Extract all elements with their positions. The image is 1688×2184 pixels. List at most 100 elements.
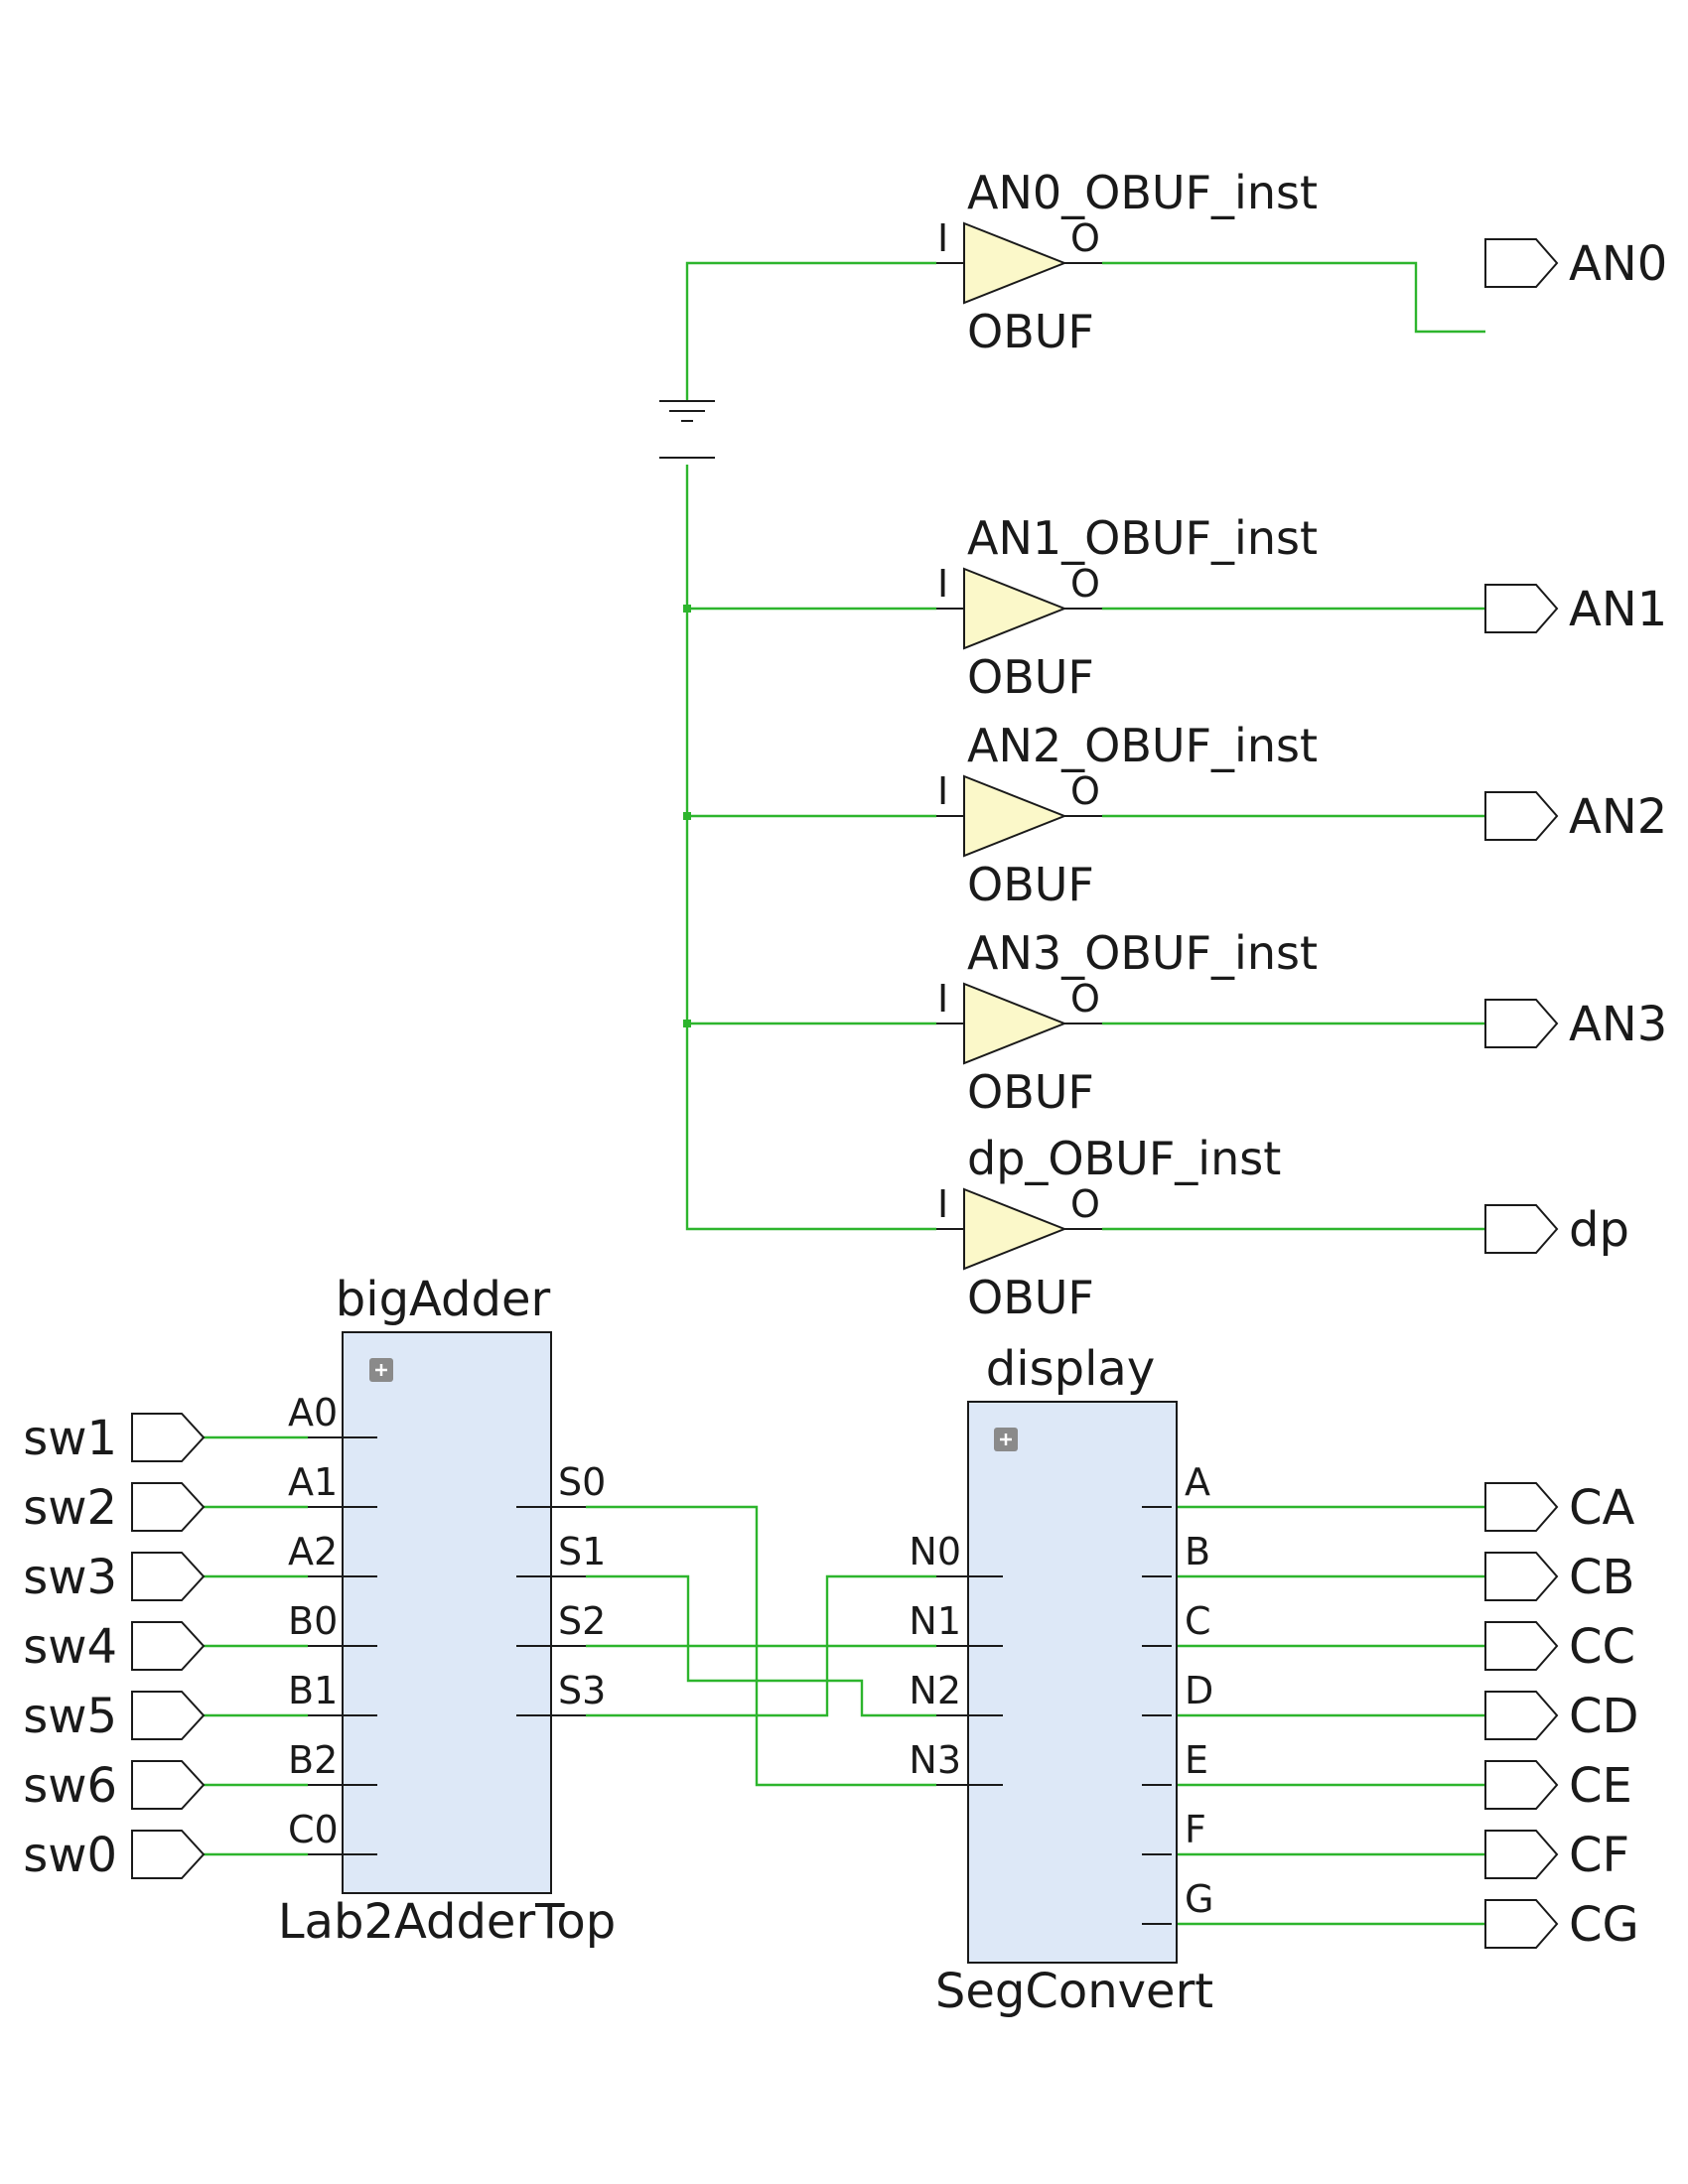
output-port-label: AN1 — [1569, 582, 1667, 637]
output-port-shape — [1484, 1621, 1559, 1671]
block-instance-label: bigAdder — [336, 1272, 551, 1327]
pin-label: A — [1185, 1460, 1210, 1504]
input-port-sw1: sw1 — [23, 1411, 206, 1466]
buffer-instance-label: AN3_OBUF_inst — [967, 926, 1318, 980]
output-port-shape — [1484, 1552, 1559, 1601]
buffer-instance-label: AN1_OBUF_inst — [967, 511, 1318, 565]
pin-label: S1 — [558, 1530, 606, 1573]
input-port-shape — [131, 1482, 206, 1532]
wire-s3-n0 — [586, 1574, 936, 1717]
output-port-ca: CA — [1484, 1480, 1635, 1536]
input-port-shape — [131, 1621, 206, 1671]
output-port-dp: dp — [1484, 1202, 1629, 1258]
buffer-type-label: OBUF — [967, 1271, 1094, 1324]
pin-label: C0 — [288, 1808, 339, 1851]
ports: AN0AN1AN2AN3dpsw1sw2sw3sw4sw5sw6sw0CACBC… — [23, 236, 1667, 1953]
input-port-sw4: sw4 — [23, 1619, 206, 1675]
pin-label-out: O — [1070, 562, 1100, 606]
output-port-label: AN2 — [1569, 789, 1667, 845]
pin-label: E — [1185, 1738, 1208, 1782]
pin-label: F — [1185, 1808, 1206, 1851]
pin-label-in: I — [937, 562, 948, 606]
output-port-an0: AN0 — [1484, 236, 1667, 292]
output-port-cb: CB — [1484, 1550, 1634, 1605]
output-port-an1: AN1 — [1484, 582, 1667, 637]
wire-s1-n2 — [586, 1574, 936, 1717]
output-port-label: CE — [1569, 1758, 1632, 1814]
output-port-shape — [1484, 1830, 1559, 1879]
pin-label-in: I — [937, 769, 948, 813]
input-port-label: sw2 — [23, 1480, 117, 1536]
adder-block[interactable]: bigAdderA0A1A2B0B1B2C0S0S1S2S3Lab2AdderT… — [278, 1272, 616, 1950]
input-port-sw5: sw5 — [23, 1689, 206, 1744]
input-port-label: sw1 — [23, 1411, 117, 1466]
buffer-type-label: OBUF — [967, 1065, 1094, 1119]
input-port-shape — [131, 1552, 206, 1601]
input-port-label: sw0 — [23, 1828, 117, 1883]
wire-an0-out — [1102, 261, 1485, 334]
output-port-an2: AN2 — [1484, 789, 1667, 845]
input-port-shape — [131, 1691, 206, 1740]
wires — [204, 261, 1485, 1926]
pin-label: S3 — [558, 1669, 606, 1712]
buffer-instance-label: dp_OBUF_inst — [967, 1132, 1281, 1185]
buffer-triangle — [963, 1187, 1067, 1271]
buffer-triangle — [963, 221, 1067, 305]
input-port-label: sw6 — [23, 1758, 117, 1814]
input-port-label: sw5 — [23, 1689, 117, 1744]
input-port-label: sw4 — [23, 1619, 117, 1675]
pin-label-in: I — [937, 977, 948, 1021]
ground-icon — [659, 400, 715, 459]
junction-dot — [683, 1020, 691, 1027]
output-port-ce: CE — [1484, 1758, 1632, 1814]
pin-label: N3 — [909, 1738, 961, 1782]
output-port-label: dp — [1569, 1202, 1629, 1258]
pin-label-in: I — [937, 1182, 948, 1226]
pin-label-out: O — [1070, 977, 1100, 1021]
buffer-type-label: OBUF — [967, 858, 1094, 911]
pin-label: A0 — [288, 1391, 338, 1434]
pin-label: N0 — [909, 1530, 961, 1573]
buffer-triangle — [963, 567, 1067, 650]
block-instance-label: display — [986, 1341, 1155, 1397]
pin-label: N2 — [909, 1669, 961, 1712]
pin-label: S0 — [558, 1460, 606, 1504]
output-port-cf: CF — [1484, 1828, 1629, 1883]
input-port-sw2: sw2 — [23, 1480, 206, 1536]
pin-label-out: O — [1070, 1182, 1100, 1226]
pin-label-out: O — [1070, 216, 1100, 260]
junction-dot — [683, 605, 691, 613]
junction-dot — [683, 812, 691, 820]
plus-box-icon[interactable] — [994, 1428, 1018, 1451]
block-module-label: Lab2AdderTop — [278, 1894, 616, 1950]
output-port-shape — [1484, 1691, 1559, 1740]
plus-box-icon[interactable] — [369, 1358, 393, 1382]
block-body — [342, 1331, 552, 1894]
output-port-shape — [1484, 1760, 1559, 1810]
pin-label-out: O — [1070, 769, 1100, 813]
pin-label: B0 — [288, 1599, 338, 1643]
pin-label: D — [1185, 1669, 1213, 1712]
wire-gnd-bus — [685, 465, 936, 1231]
input-port-sw3: sw3 — [23, 1550, 206, 1605]
output-port-an3: AN3 — [1484, 997, 1667, 1052]
output-port-cc: CC — [1484, 1619, 1635, 1675]
input-port-shape — [131, 1760, 206, 1810]
output-port-label: AN0 — [1569, 236, 1667, 292]
output-port-shape — [1484, 584, 1559, 633]
wire-gnd-to-an0 — [685, 261, 936, 401]
output-port-cg: CG — [1484, 1897, 1639, 1953]
input-port-sw6: sw6 — [23, 1758, 206, 1814]
output-port-label: CF — [1569, 1828, 1629, 1883]
output-port-shape — [1484, 999, 1559, 1048]
input-port-shape — [131, 1413, 206, 1462]
output-port-label: CB — [1569, 1550, 1634, 1605]
pin-label: C — [1185, 1599, 1211, 1643]
